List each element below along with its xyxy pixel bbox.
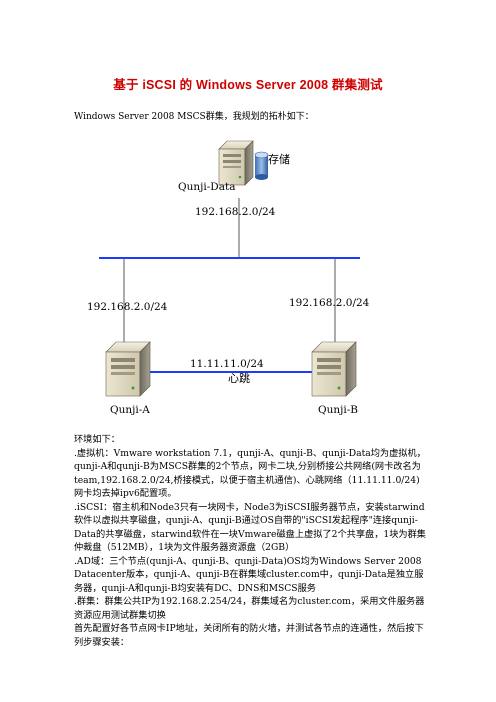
paragraph: 首先配置好各节点网卡IP地址，关闭所有的防火墙，并测试各节点的连通性，然后按下列… <box>74 623 424 648</box>
heartbeat-net-label: 11.11.11.0/24 <box>190 358 264 370</box>
paragraph: 环境如下： <box>74 434 120 445</box>
topology-diagram <box>99 140 360 397</box>
node-b-server-icon <box>311 341 357 397</box>
document-title: 基于 iSCSI 的 Windows Server 2008 群集测试 <box>113 78 383 92</box>
right-net-label: 192.168.2.0/24 <box>289 297 370 309</box>
left-net-label: 192.168.2.0/24 <box>87 301 168 313</box>
storage-host-label: Qunji-Data <box>178 181 236 193</box>
node-b-label: Qunji-B <box>318 404 359 416</box>
node-a-label: Qunji-A <box>110 404 150 416</box>
node-a-server-icon <box>105 341 151 397</box>
storage-label: 存储 <box>268 153 290 166</box>
storage-server-icon <box>218 140 254 186</box>
heartbeat-label: 心跳 <box>228 372 250 385</box>
paragraph: .iSCSI：宿主机和Node3只有一块网卡，Node3为iSCSI服务器节点，… <box>74 501 426 554</box>
intro-text: Windows Server 2008 MSCS群集，我规划的拓朴如下： <box>74 112 314 122</box>
paragraph: .群集：群集公共IP为192.168.2.254/24，群集域名为cluster… <box>74 596 425 621</box>
paragraph: .AD域：三个节点(qunji-A、qunji-B、qunji-Data)OS均… <box>74 555 424 594</box>
storage-net-label: 192.168.2.0/24 <box>195 206 276 218</box>
body-text: 环境如下： .虚拟机：Vmware workstation 7.1，qunji-… <box>74 433 426 649</box>
paragraph: .虚拟机：Vmware workstation 7.1，qunji-A、qunj… <box>74 447 426 500</box>
disk-icon <box>254 151 269 180</box>
